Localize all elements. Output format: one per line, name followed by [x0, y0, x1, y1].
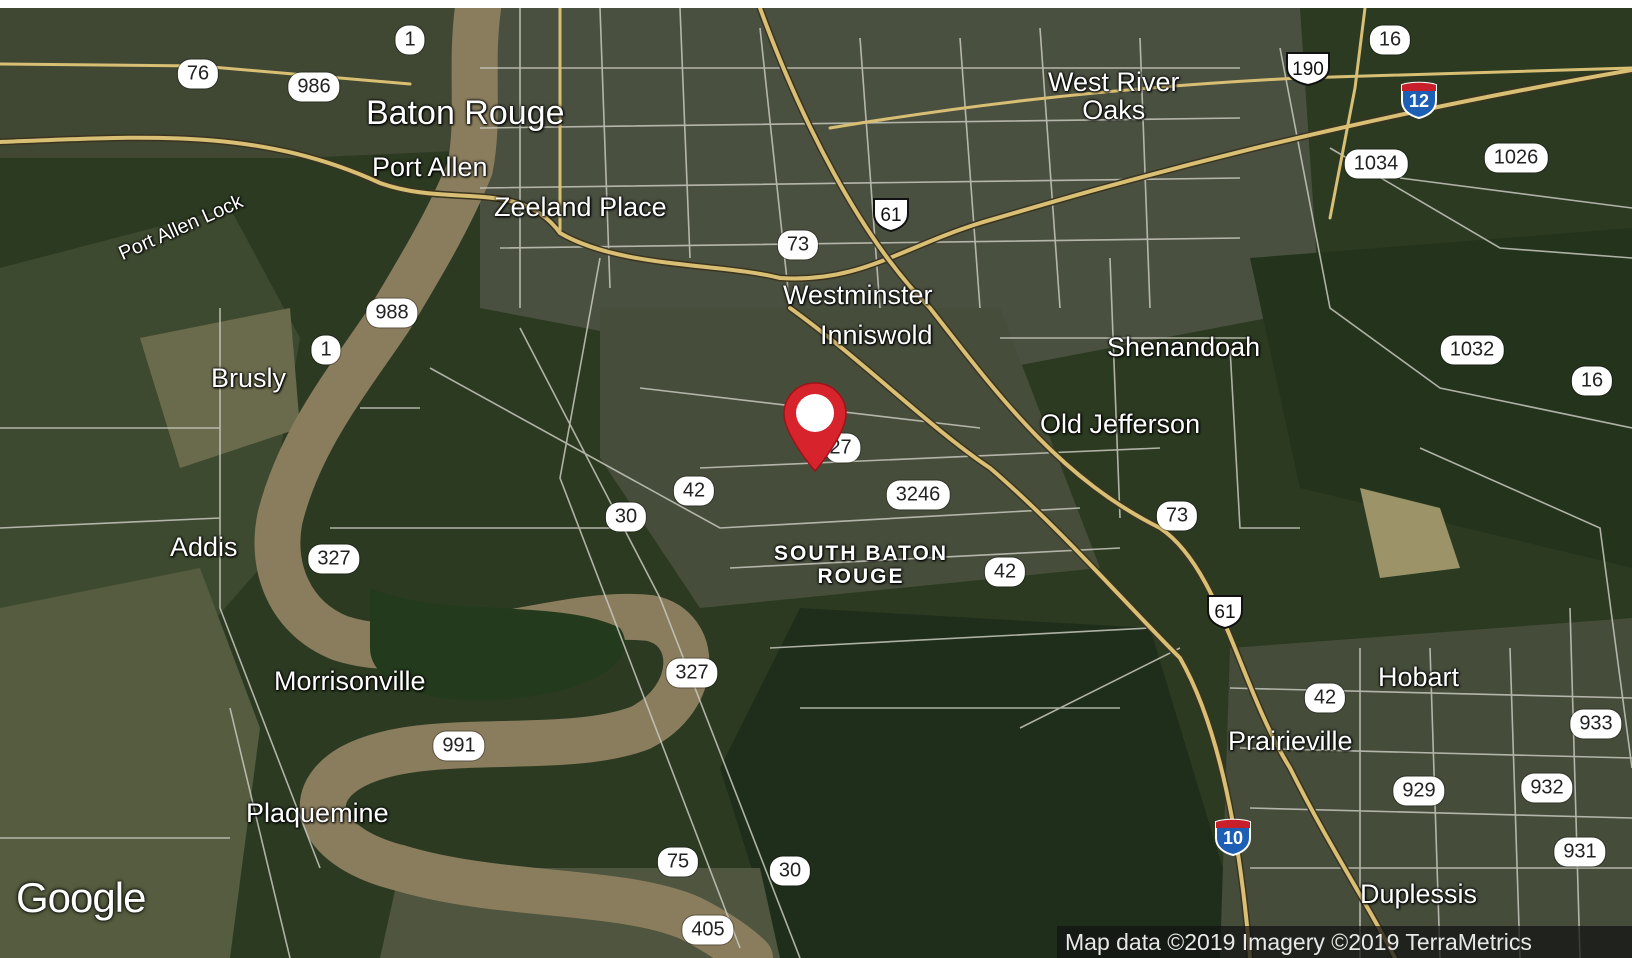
route-shield-933: 933: [1570, 709, 1622, 739]
route-shield-30: 30: [769, 856, 811, 886]
place-label-hobart: Hobart: [1378, 662, 1460, 692]
route-shield-405: 405: [682, 915, 734, 945]
route-shield-327: 327: [308, 544, 360, 574]
place-label-shenandoah: Shenandoah: [1107, 332, 1261, 362]
interstate-shield-12: 12: [1400, 81, 1438, 119]
place-label-prairieville: Prairieville: [1228, 726, 1353, 756]
route-shield-42: 42: [984, 557, 1026, 587]
route-shield-991: 991: [433, 731, 485, 761]
map-attribution[interactable]: Map data ©2019 Imagery ©2019 TerraMetric…: [1057, 926, 1632, 958]
route-shield-932: 932: [1521, 773, 1573, 803]
place-label-westminster: Westminster: [783, 280, 933, 310]
map-canvas[interactable]: Baton Rouge Port Allen Zeeland Place Por…: [0, 8, 1632, 958]
route-shield-16: 16: [1369, 25, 1411, 55]
place-label-west-river-oaks: West River Oaks: [1048, 67, 1180, 126]
place-label-duplessis: Duplessis: [1360, 879, 1478, 909]
route-shield-931: 931: [1554, 837, 1606, 867]
route-shield-1: 1: [395, 25, 425, 55]
route-shield-42: 42: [673, 476, 715, 506]
place-label-baton-rouge: Baton Rouge: [366, 94, 565, 132]
route-shield-929: 929: [1393, 776, 1445, 806]
us-route-shield-61: 61: [871, 196, 911, 232]
route-shield-42: 42: [1304, 683, 1346, 713]
route-shield-327: 327: [666, 658, 718, 688]
interstate-shield-10: 10: [1214, 818, 1252, 856]
route-shield-73: 73: [1156, 501, 1198, 531]
highways: [0, 8, 1632, 958]
place-label-south-baton-rouge: SOUTH BATON ROUGE: [774, 542, 949, 589]
route-shield-986: 986: [288, 72, 340, 102]
route-shield-73: 73: [777, 230, 819, 260]
google-logo[interactable]: Google: [16, 874, 146, 921]
mississippi-river: [254, 8, 773, 958]
route-shield-1032: 1032: [1440, 335, 1504, 365]
place-label-morrisonville: Morrisonville: [274, 666, 426, 696]
route-shield-988: 988: [366, 298, 418, 328]
route-shield-1: 1: [311, 335, 341, 365]
place-label-addis: Addis: [170, 532, 238, 562]
route-shield-76: 76: [177, 59, 219, 89]
place-label-plaquemine: Plaquemine: [246, 798, 389, 828]
place-label-zeeland-place: Zeeland Place: [494, 192, 667, 222]
us-route-shield-61: 61: [1205, 593, 1245, 629]
us-route-shield-190: 190: [1284, 50, 1332, 86]
route-shield-3246: 3246: [886, 480, 950, 510]
map-pin-icon[interactable]: [782, 381, 848, 473]
route-shield-1034: 1034: [1344, 149, 1408, 179]
route-shield-16: 16: [1571, 366, 1613, 396]
route-shield-1026: 1026: [1484, 143, 1548, 173]
place-label-inniswold: Inniswold: [820, 320, 933, 350]
route-shield-30: 30: [605, 502, 647, 532]
route-shield-75: 75: [657, 847, 699, 877]
place-label-port-allen: Port Allen: [372, 152, 488, 182]
place-label-old-jefferson: Old Jefferson: [1040, 409, 1201, 439]
place-label-brusly: Brusly: [211, 363, 287, 393]
